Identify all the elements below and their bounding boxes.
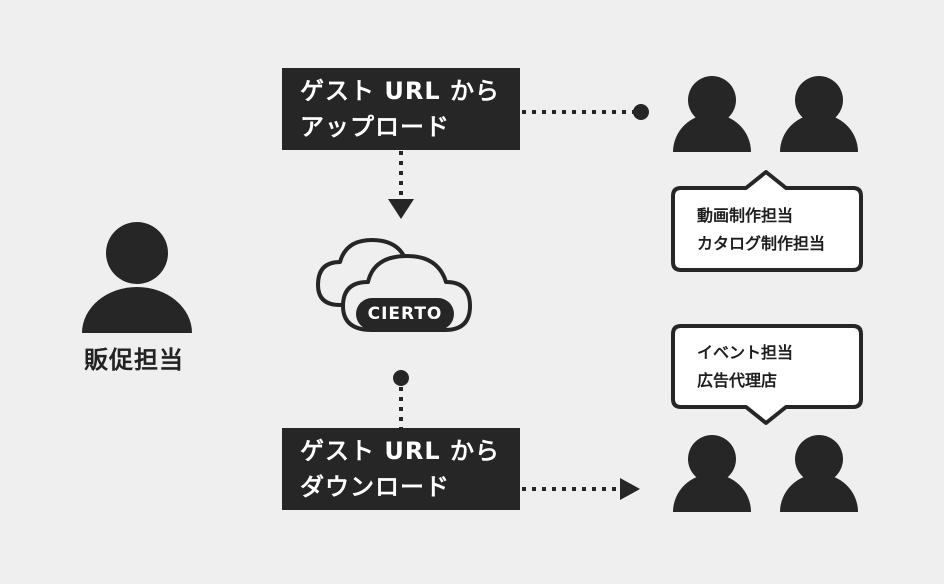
bubble-top-line1: 動画制作担当 (697, 206, 794, 225)
downloader-person-icon-2 (780, 435, 858, 512)
promo-person-icon (82, 222, 192, 333)
upload-to-cloud-arrow (388, 151, 414, 219)
upload-box-line1: ゲスト URL から (300, 77, 500, 105)
bubble-top-line2: カタログ制作担当 (697, 234, 826, 253)
promo-label: 販促担当 (84, 346, 184, 374)
bubble-top-text: 動画制作担当 カタログ制作担当 (697, 202, 825, 258)
bubble-bottom-line2: 広告代理店 (697, 371, 778, 390)
download-arrow (522, 478, 640, 500)
uploader-person-icon-2 (780, 76, 858, 152)
download-box: ゲスト URL から ダウンロード (282, 428, 520, 510)
download-box-line2: ダウンロード (300, 473, 450, 501)
upload-box-line2: アップロード (300, 113, 450, 141)
cloud-badge (356, 298, 454, 330)
speech-bubble-top (671, 170, 863, 272)
bubble-bottom-text: イベント担当 広告代理店 (697, 339, 793, 395)
uploader-person-icon-1 (673, 76, 751, 152)
speech-bubble-bottom (671, 324, 863, 425)
download-box-line1: ゲスト URL から (300, 437, 500, 465)
upload-connector (522, 104, 649, 120)
cloud-label: CIERTO (367, 304, 443, 324)
upload-box: ゲスト URL から アップロード (282, 68, 520, 150)
cloud-to-download-connector (393, 370, 409, 428)
bubble-bottom-line1: イベント担当 (697, 343, 794, 362)
downloader-person-icon-1 (673, 435, 751, 512)
